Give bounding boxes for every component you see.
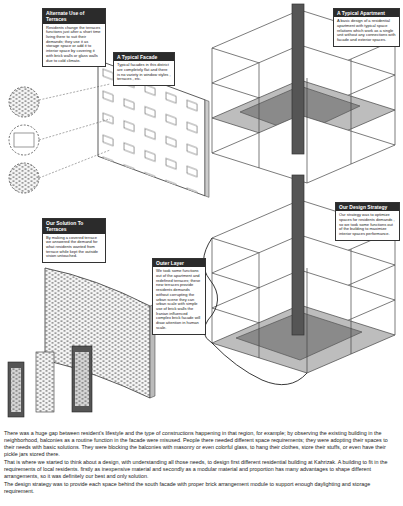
box-body: We took some functions out of the apartm… (153, 267, 205, 333)
annotation-box: A Typical FacadeTypical facades in this … (113, 52, 175, 86)
box-body: A basic design of a residential apartmen… (334, 17, 399, 46)
brick-facade (45, 268, 155, 398)
box-body: Typical facades in this district are com… (114, 61, 174, 85)
detail-circles (9, 84, 110, 193)
paragraph: That is where we started to think about … (4, 459, 399, 480)
paragraph: The design strategy was to provide each … (4, 481, 399, 495)
box-heading: A Typical Apartment (334, 9, 399, 17)
annotation-box: Outer LayerWe took some functions out of… (152, 258, 206, 335)
annotation-box: Our Solution To TerracesBy making a cove… (42, 218, 106, 263)
box-heading: A Typical Facade (114, 53, 174, 61)
annotation-box: Alternate Use of TerracesResidents chang… (42, 8, 106, 67)
box-heading: Our Design Strategy (336, 203, 399, 211)
box-heading: Outer Layer (153, 259, 205, 267)
caption: There was a huge gap between resident's … (4, 430, 399, 458)
annotation-box: Our Design StrategyOur strategy was to o… (335, 202, 400, 241)
box-body: Our strategy was to optimize spaces for … (336, 211, 399, 240)
brick-panels (8, 346, 92, 417)
description-text: There was a huge gap between resident's … (4, 430, 399, 496)
box-body: By making a covered terrace we answered … (43, 234, 105, 263)
annotation-box: A Typical ApartmentA basic design of a r… (333, 8, 400, 47)
box-heading: Alternate Use of Terraces (43, 9, 105, 24)
box-body: Residents change the terraces functions … (43, 24, 105, 67)
box-heading: Our Solution To Terraces (43, 219, 105, 234)
